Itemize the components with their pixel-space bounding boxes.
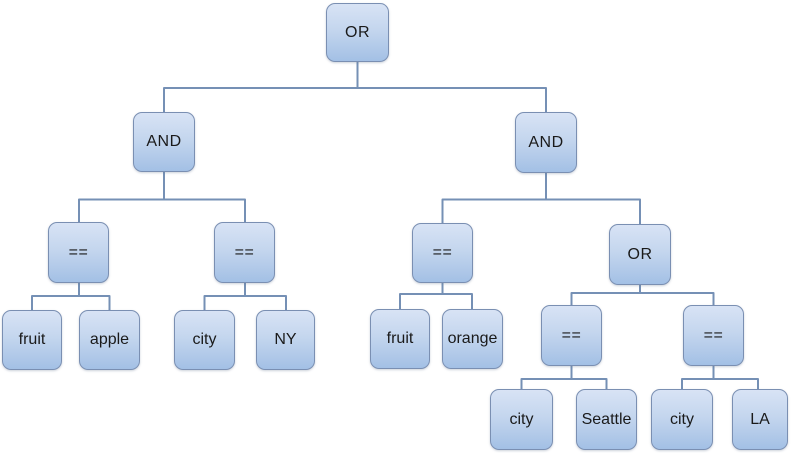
connector-eq-3 — [399, 283, 473, 309]
node-eq-5: == — [683, 305, 744, 366]
connector-eq-1 — [31, 283, 111, 310]
node-leaf-seattle: Seattle — [576, 389, 637, 450]
node-eq-3: == — [412, 223, 473, 283]
node-or-2: OR — [609, 224, 671, 285]
connector-eq-4 — [520, 366, 608, 389]
connector-or-2 — [570, 285, 715, 305]
connector-and-left — [78, 172, 246, 222]
node-leaf-city-3: city — [651, 389, 713, 450]
connector-or-root — [163, 62, 547, 112]
node-leaf-ny: NY — [256, 310, 315, 370]
node-eq-4: == — [541, 305, 602, 366]
node-and-left: AND — [133, 112, 195, 172]
connector-eq-2 — [203, 283, 287, 310]
node-leaf-city-1: city — [174, 310, 235, 370]
node-or-root: OR — [326, 3, 389, 62]
node-leaf-fruit-1: fruit — [2, 310, 62, 370]
node-eq-2: == — [214, 222, 275, 283]
node-eq-1: == — [48, 222, 109, 283]
node-leaf-apple: apple — [79, 310, 140, 370]
node-and-right: AND — [515, 112, 577, 173]
node-leaf-city-2: city — [490, 389, 553, 450]
connector-and-right — [441, 173, 641, 224]
node-leaf-la: LA — [732, 389, 788, 450]
connector-eq-5 — [681, 366, 759, 389]
node-leaf-fruit-2: fruit — [370, 309, 430, 369]
node-leaf-orange: orange — [442, 309, 503, 369]
